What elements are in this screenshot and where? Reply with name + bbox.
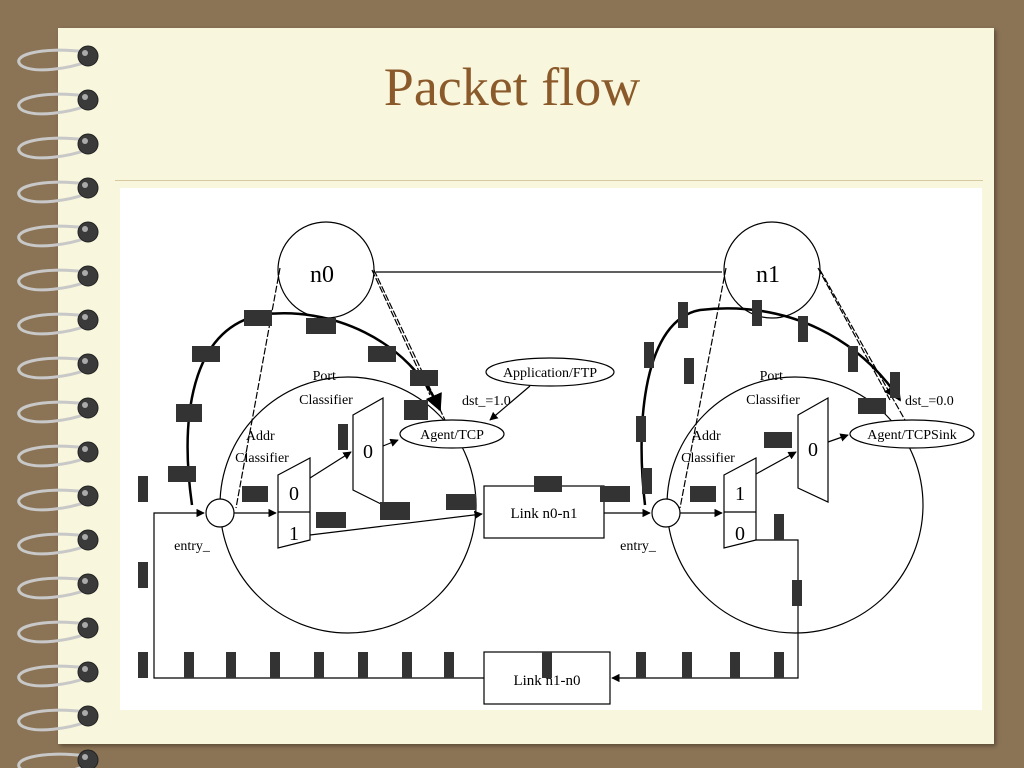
packet xyxy=(306,318,336,334)
packet xyxy=(184,652,194,678)
packet xyxy=(858,398,886,414)
packet xyxy=(542,652,552,678)
agent-tcp-label: Agent/TCP xyxy=(420,428,484,443)
packet xyxy=(314,652,324,678)
binding-ring xyxy=(17,353,99,380)
packet xyxy=(444,652,454,678)
agent-app-ftp xyxy=(485,357,615,387)
packet xyxy=(690,486,716,502)
packet xyxy=(890,372,900,398)
entry-point-n0 xyxy=(205,498,235,528)
packet xyxy=(730,652,740,678)
addr-classifier-n1-out0: 0 xyxy=(735,523,745,545)
binding-ring xyxy=(17,749,99,768)
packet xyxy=(600,486,630,502)
addr-classifier-n0-out0: 0 xyxy=(289,483,299,505)
packet xyxy=(168,466,196,482)
binding-ring xyxy=(17,221,99,248)
addr-classifier-n0 xyxy=(277,457,311,549)
binding-ring xyxy=(17,705,99,732)
addr-classifier-n0-out1: 1 xyxy=(289,523,299,545)
packet xyxy=(368,346,396,362)
spiral-binding xyxy=(17,45,99,768)
packet xyxy=(242,486,268,502)
binding-ring xyxy=(17,265,99,292)
agent-tcpsink xyxy=(849,419,975,449)
port-classifier-label-n1: Port Classifier xyxy=(746,369,800,408)
packet xyxy=(752,300,762,326)
packet xyxy=(764,432,792,448)
port-classifier-n1-out: 0 xyxy=(808,439,818,461)
node-n1-label: n1 xyxy=(756,262,780,288)
packet xyxy=(358,652,368,678)
binding-ring xyxy=(17,617,99,644)
packet xyxy=(774,652,784,678)
packet xyxy=(446,494,476,510)
diagram-panel: n0 n1 Port Classifier Addr Classifier en… xyxy=(120,188,982,710)
packet xyxy=(678,302,688,328)
packets xyxy=(138,300,900,678)
binding-ring xyxy=(17,485,99,512)
slide-title: Packet flow xyxy=(383,57,641,117)
packet-flow-diagram: n0 n1 Port Classifier Addr Classifier en… xyxy=(138,221,975,705)
binding-ring xyxy=(17,133,99,160)
binding-ring xyxy=(17,529,99,556)
packet xyxy=(636,652,646,678)
port-classifier-label-n0: Port Classifier xyxy=(299,369,353,408)
packet xyxy=(798,316,808,342)
addr-classifier-label-n0: Addr Classifier xyxy=(235,429,289,466)
packet xyxy=(270,652,280,678)
packet xyxy=(534,476,562,492)
binding-ring xyxy=(17,89,99,116)
binding-ring xyxy=(17,177,99,204)
addr-classifier-n1-out1: 1 xyxy=(735,483,745,505)
packet xyxy=(848,346,858,372)
packet xyxy=(138,652,148,678)
packet xyxy=(338,424,348,450)
packet xyxy=(176,404,202,422)
binding-ring xyxy=(17,661,99,688)
packet xyxy=(244,310,272,326)
agent-tcp xyxy=(399,419,505,449)
packet xyxy=(642,468,652,494)
packet xyxy=(636,416,646,442)
binding-ring xyxy=(17,397,99,424)
packet xyxy=(402,652,412,678)
link-n1-n0-label: Link n1-n0 xyxy=(513,673,580,689)
entry-label-n1: entry_ xyxy=(620,539,657,554)
packet xyxy=(316,512,346,528)
node-n0-boundary xyxy=(219,376,477,634)
packet xyxy=(192,346,220,362)
binding-ring xyxy=(17,441,99,468)
packet xyxy=(774,514,784,540)
link-n0-n1-label: Link n0-n1 xyxy=(510,506,577,522)
title-divider xyxy=(115,180,983,181)
dst-label-n1: dst_=0.0 xyxy=(905,394,954,409)
link-n0-n1 xyxy=(483,485,605,539)
packet xyxy=(792,580,802,606)
packet xyxy=(404,400,428,420)
binding-ring xyxy=(17,309,99,336)
packet xyxy=(380,502,410,520)
addr-classifier-label-n1: Addr Classifier xyxy=(681,429,735,466)
agent-tcpsink-label: Agent/TCPSink xyxy=(867,428,956,443)
packet xyxy=(226,652,236,678)
port-classifier-n0-out: 0 xyxy=(363,441,373,463)
entry-point-n1 xyxy=(651,498,681,528)
dst-label-n0: dst_=1.0 xyxy=(462,394,511,409)
packet xyxy=(644,342,654,368)
packet xyxy=(682,652,692,678)
binding-ring xyxy=(17,45,99,72)
packet xyxy=(684,358,694,384)
packet xyxy=(138,476,148,502)
port-classifier-n1 xyxy=(797,396,829,503)
entry-label-n0: entry_ xyxy=(174,539,211,554)
node-n0-label: n0 xyxy=(310,262,334,288)
agent-app-ftp-label: Application/FTP xyxy=(503,366,597,381)
packet xyxy=(138,562,148,588)
binding-ring xyxy=(17,573,99,600)
packet xyxy=(410,370,438,386)
